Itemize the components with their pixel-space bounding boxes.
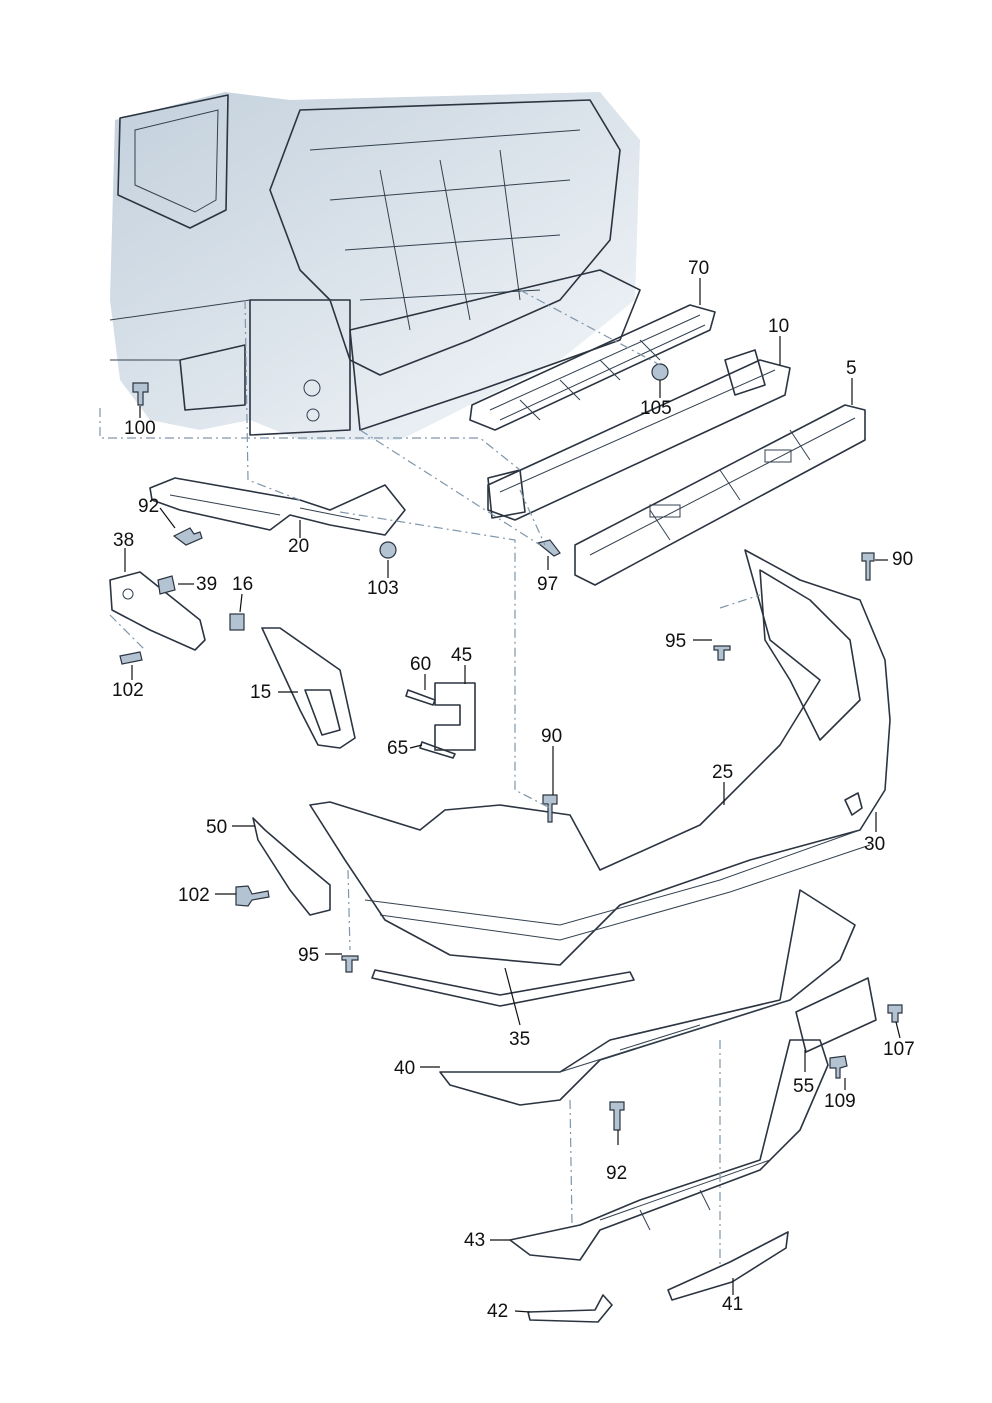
label-60: 60 <box>410 654 431 675</box>
bolt-102b <box>235 885 270 907</box>
nut-16 <box>229 613 245 631</box>
fasteners <box>119 363 903 1131</box>
label-100: 100 <box>124 418 156 439</box>
bolt-100 <box>132 382 149 406</box>
bolt-92a <box>172 527 203 546</box>
label-103: 103 <box>367 578 399 599</box>
label-92-upper: 92 <box>138 496 159 517</box>
label-50: 50 <box>206 817 227 838</box>
label-102-lower: 102 <box>178 885 210 906</box>
label-109: 109 <box>824 1091 856 1112</box>
bolt-97 <box>536 539 561 557</box>
label-20: 20 <box>288 536 309 557</box>
label-15: 15 <box>250 682 271 703</box>
label-42: 42 <box>487 1301 508 1322</box>
label-65: 65 <box>387 738 408 759</box>
label-40: 40 <box>394 1058 415 1079</box>
label-90-center: 90 <box>541 726 562 747</box>
part-5-energy-absorber <box>574 404 866 586</box>
nut-105 <box>651 363 669 381</box>
bolt-90b <box>542 794 558 823</box>
part-65-strip <box>419 741 456 759</box>
label-35: 35 <box>509 1029 530 1050</box>
part-55-plate-holder <box>795 977 877 1053</box>
label-5: 5 <box>846 358 857 379</box>
label-41: 41 <box>722 1294 743 1315</box>
label-102-upper: 102 <box>112 680 144 701</box>
label-39: 39 <box>196 574 217 595</box>
label-105: 105 <box>640 398 672 419</box>
label-97: 97 <box>537 574 558 595</box>
label-38: 38 <box>113 530 134 551</box>
label-55: 55 <box>793 1076 814 1097</box>
bolt-107 <box>887 1004 903 1023</box>
part-60-strip <box>405 689 436 706</box>
label-92-lower: 92 <box>606 1163 627 1184</box>
bolt-90a <box>861 552 875 581</box>
label-70: 70 <box>688 258 709 279</box>
leader-lines <box>124 278 901 1313</box>
label-16: 16 <box>232 574 253 595</box>
label-45: 45 <box>451 645 472 666</box>
part-labels: 70 10 5 105 100 92 20 103 97 38 39 16 10… <box>112 258 915 1322</box>
part-41-insert <box>667 1231 789 1301</box>
part-10-bumper-carrier <box>487 349 791 521</box>
label-90-right: 90 <box>892 549 913 570</box>
part-70-absorber <box>469 304 716 431</box>
rear-body-shell <box>109 92 641 440</box>
label-107: 107 <box>883 1039 915 1060</box>
part-40-diffuser <box>439 889 856 1106</box>
label-43: 43 <box>464 1230 485 1251</box>
clip-109 <box>829 1055 848 1079</box>
part-20-guide-bracket <box>149 477 406 536</box>
part-45-damping-block <box>434 682 476 751</box>
bolt-92b <box>609 1101 625 1131</box>
label-25: 25 <box>712 762 733 783</box>
clip-95a <box>713 645 731 661</box>
nut-103 <box>379 541 397 559</box>
bolt-102a <box>119 651 143 665</box>
label-95-lower: 95 <box>298 945 319 966</box>
label-30: 30 <box>864 834 885 855</box>
part-50-side-spoiler <box>252 817 331 916</box>
part-38-mounting-bracket <box>109 571 206 651</box>
part-43-lower-panel <box>509 1039 829 1261</box>
part-25-bumper-cover <box>309 549 891 966</box>
alignment-lines <box>99 289 761 1265</box>
clip-39 <box>157 575 176 595</box>
part-35-trim-strip <box>371 969 635 1007</box>
clip-95b <box>341 955 359 973</box>
part-30-cap <box>844 792 863 816</box>
label-95-upper: 95 <box>665 631 686 652</box>
part-42-trim <box>527 1294 613 1323</box>
part-15-side-guide <box>261 627 356 749</box>
label-10: 10 <box>768 316 789 337</box>
